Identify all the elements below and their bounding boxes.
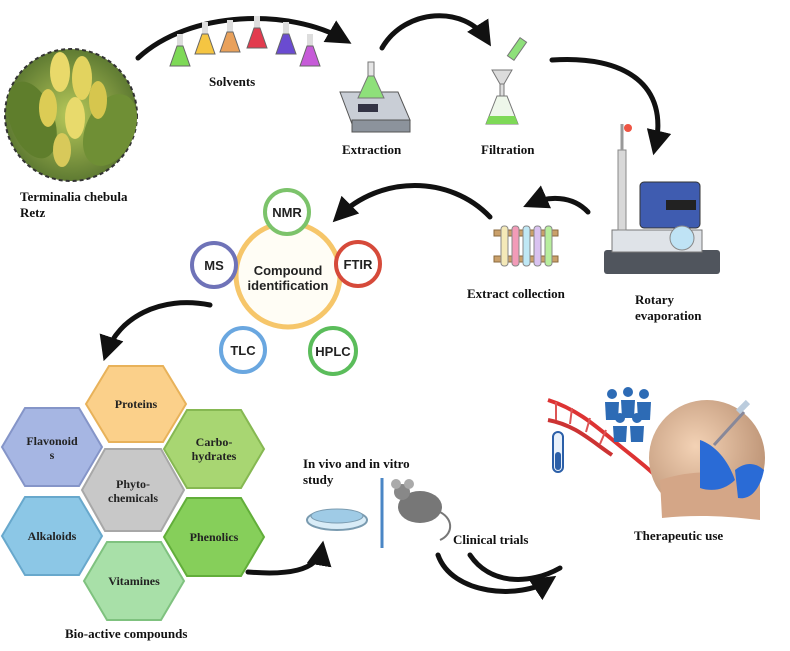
hex-label-phenolics: Phenolics bbox=[190, 530, 239, 544]
arrow-compounds-to-bioactive bbox=[99, 300, 213, 362]
arrow-clinical-branch bbox=[467, 552, 563, 582]
plant-label-1: Terminalia chebula bbox=[20, 189, 128, 204]
petri-dish-icon bbox=[306, 508, 368, 531]
filtration-icon bbox=[485, 36, 528, 125]
compound-id-label-2: identification bbox=[248, 278, 329, 293]
arrow-bioactive-to-invivo bbox=[245, 540, 332, 576]
hex-flavonoids bbox=[0, 407, 104, 487]
technique-nmr: NMR bbox=[263, 188, 311, 236]
arrow-collection-to-compounds bbox=[332, 183, 493, 223]
arrow-extraction-to-filtration bbox=[379, 13, 491, 51]
solvents-label: Solvents bbox=[209, 74, 256, 89]
compound-id-label-1: Compound bbox=[254, 263, 323, 278]
hex-label-flavonoids-2: s bbox=[50, 448, 55, 462]
hex-label-center-2: chemicals bbox=[108, 491, 158, 505]
extract-collection-label: Extract collection bbox=[467, 286, 565, 301]
technique-hplc: HPLC bbox=[308, 326, 358, 376]
compound-identification-cluster: NMR FTIR HPLC TLC MS Compound identifica… bbox=[190, 188, 382, 376]
technique-ms: MS bbox=[190, 241, 238, 289]
arrow-filtration-to-rotary bbox=[549, 56, 672, 156]
dna-icon bbox=[547, 398, 662, 482]
hex-label-carbo-2: hydrates bbox=[192, 449, 237, 463]
technique-tlc: TLC bbox=[219, 326, 267, 374]
hotplate-icon bbox=[339, 61, 411, 133]
bioactive-hexagon-cluster: Proteins Flavonoid s Carbo- hydrates Phy… bbox=[0, 365, 266, 621]
technique-ftir: FTIR bbox=[334, 240, 382, 288]
invivo-label-2: study bbox=[303, 472, 334, 487]
clinical-trials-label: Clinical trials bbox=[453, 532, 529, 547]
hex-alkaloids bbox=[0, 496, 104, 576]
hex-carbohydrates bbox=[162, 409, 266, 489]
mouse-icon bbox=[391, 479, 452, 541]
therapeutic-use-label: Therapeutic use bbox=[634, 528, 724, 543]
test-tube-icon bbox=[552, 431, 564, 473]
invivo-label-1: In vivo and in vitro bbox=[303, 456, 410, 471]
arrow-rotary-to-collection bbox=[523, 185, 591, 215]
flow-arrows bbox=[99, 13, 672, 601]
plant-label-2: Retz bbox=[20, 205, 46, 220]
technique-label-hplc: HPLC bbox=[315, 344, 351, 359]
hex-label-flavonoids-1: Flavonoid bbox=[26, 434, 78, 448]
filtration-label: Filtration bbox=[481, 142, 535, 157]
rotary-label-1: Rotary bbox=[635, 292, 674, 307]
hex-label-alkaloids: Alkaloids bbox=[28, 529, 77, 543]
plant-image bbox=[4, 48, 138, 182]
test-tubes-icon bbox=[493, 225, 559, 267]
vaccination-photo bbox=[649, 399, 765, 520]
extraction-label: Extraction bbox=[342, 142, 402, 157]
hex-proteins bbox=[84, 365, 188, 443]
bioactive-label: Bio-active compounds bbox=[65, 626, 188, 641]
hex-label-vitamines: Vitamines bbox=[108, 574, 160, 588]
hex-label-proteins: Proteins bbox=[115, 397, 158, 411]
hex-phenolics bbox=[162, 497, 266, 577]
hex-label-carbo-1: Carbo- bbox=[196, 435, 233, 449]
technique-label-nmr: NMR bbox=[272, 205, 302, 220]
hex-center bbox=[80, 448, 186, 532]
hex-vitamines bbox=[82, 541, 186, 621]
solvent-flasks-icon bbox=[169, 16, 321, 67]
rotary-evaporator-icon bbox=[604, 124, 720, 274]
arrow-plant-to-extraction bbox=[135, 16, 352, 61]
people-icon bbox=[605, 387, 651, 442]
technique-label-ms: MS bbox=[204, 258, 224, 273]
technique-label-tlc: TLC bbox=[230, 343, 256, 358]
technique-label-ftir: FTIR bbox=[344, 257, 373, 272]
arrow-invivo-to-clinical bbox=[435, 552, 557, 601]
rotary-label-2: evaporation bbox=[635, 308, 702, 323]
hex-label-center-1: Phyto- bbox=[116, 477, 150, 491]
